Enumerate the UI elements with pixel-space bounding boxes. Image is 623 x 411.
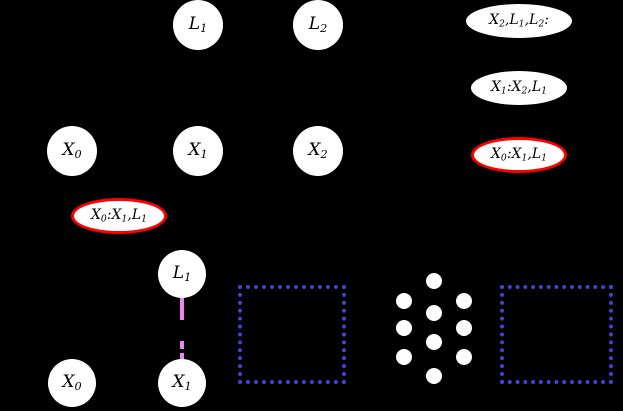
separator-label-text: X0:X1,L1 <box>490 146 548 164</box>
node-label: X1 <box>188 139 208 161</box>
cluster-dot[interactable] <box>396 320 412 336</box>
node-label: X2 <box>308 139 328 161</box>
graph-node[interactable]: X1 <box>173 126 223 176</box>
node-label: X0 <box>62 371 82 393</box>
dotted-region-box <box>500 285 613 384</box>
separator-label-ellipse-highlighted[interactable]: X0:X1,L1 <box>471 137 567 173</box>
dotted-region-box <box>238 285 346 384</box>
cluster-dot[interactable] <box>426 273 442 289</box>
edge-dash-segment <box>180 298 184 320</box>
cluster-dot[interactable] <box>456 293 472 309</box>
graph-node[interactable]: L2 <box>293 0 343 50</box>
node-label: X0 <box>62 139 82 161</box>
cluster-dot[interactable] <box>396 293 412 309</box>
node-label: L2 <box>308 13 328 35</box>
edge-l1-x1-dashed <box>180 0 184 411</box>
node-label: X1 <box>172 371 192 393</box>
node-label: L1 <box>172 262 192 284</box>
cluster-dot[interactable] <box>426 368 442 384</box>
separator-label-text: X0:X1,L1 <box>90 207 148 225</box>
separator-label-text: X2,L1,L2: <box>489 12 549 30</box>
graph-node-lower[interactable]: X0 <box>48 359 96 407</box>
separator-label-ellipse-highlighted-left[interactable]: X0:X1,L1 <box>71 198 167 234</box>
graph-node-lower[interactable]: L1 <box>158 250 206 298</box>
cluster-dot[interactable] <box>426 305 442 321</box>
graph-node[interactable]: L1 <box>173 0 223 50</box>
cluster-dot[interactable] <box>456 349 472 365</box>
cluster-dot[interactable] <box>396 349 412 365</box>
graph-node-lower[interactable]: X1 <box>158 359 206 407</box>
separator-label-ellipse[interactable]: X1:X2,L1 <box>471 71 567 105</box>
separator-label-text: X1:X2,L1 <box>490 79 548 97</box>
cluster-dot[interactable] <box>456 320 472 336</box>
graph-node[interactable]: X2 <box>293 126 343 176</box>
node-label: L1 <box>188 13 208 35</box>
separator-label-ellipse[interactable]: X2,L1,L2: <box>466 4 572 38</box>
graph-node[interactable]: X0 <box>47 126 97 176</box>
cluster-dot[interactable] <box>426 334 442 350</box>
edge-dash-segment <box>180 341 184 349</box>
edge-dash-segment <box>180 353 184 359</box>
